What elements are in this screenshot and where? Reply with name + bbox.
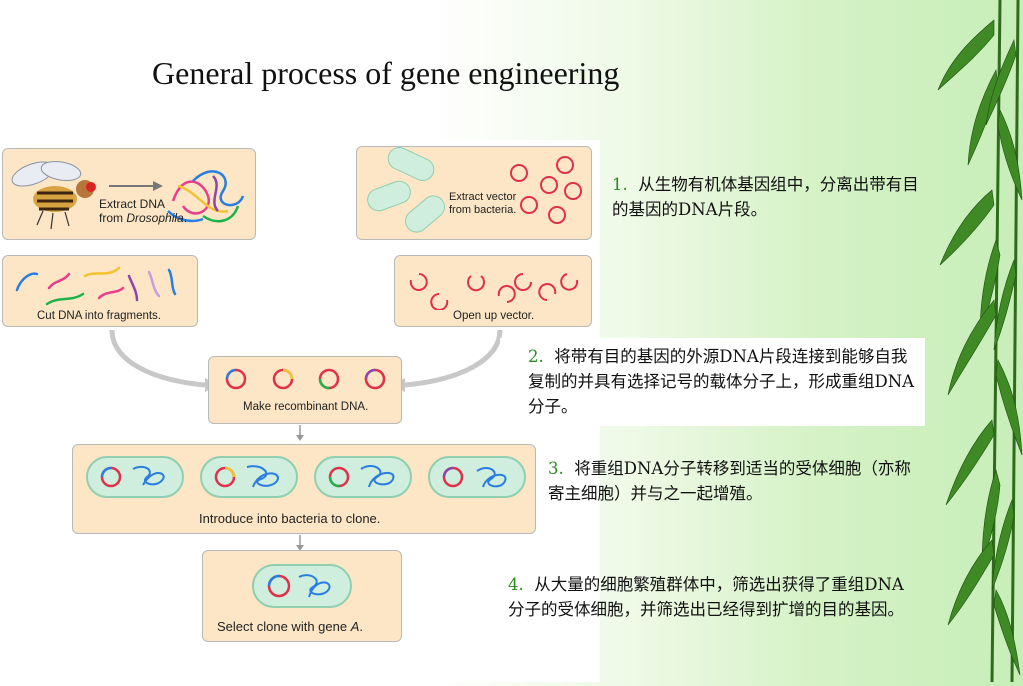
dna-tangle-icon [167, 170, 245, 223]
recombinant-dna-box: Make recombinant DNA. [208, 356, 402, 424]
step-2-background [500, 338, 925, 426]
step-4: 4. 从大量的细胞繁殖群体中，筛选出获得了重组DNA分子的受体细胞，并筛选出已经… [508, 575, 904, 619]
introduce-bacteria-caption: Introduce into bacteria to clone. [199, 511, 381, 526]
dna-fragments-icon [15, 266, 177, 306]
introduce-bacteria-box: Introduce into bacteria to clone. [72, 444, 536, 534]
bamboo-decoration [930, 0, 1023, 683]
step-2: 2. 将带有目的基因的外源DNA片段连接到能够自我复制的并具有选择记号的载体分子… [528, 347, 915, 416]
gene-engineering-diagram: Extract DNA from Drosophila. Extract vec… [0, 140, 600, 682]
open-vector-caption: Open up vector. [453, 310, 535, 322]
extract-vector-caption-line1: Extract vector [449, 191, 517, 203]
extract-vector-box: Extract vector from bacteria. [356, 146, 592, 240]
step-1-text: 从生物有机体基因组中，分离出带有目的基因的DNA片段。 [612, 175, 919, 219]
selected-clone-icon [252, 564, 352, 608]
recombinant-dna-caption: Make recombinant DNA. [243, 401, 369, 413]
step-1: 1. 从生物有机体基因组中，分离出带有目的基因的DNA片段。 [612, 175, 919, 219]
open-vector-box: Open up vector. [394, 255, 592, 327]
bacteria-icon [367, 147, 445, 233]
step-4-text: 从大量的细胞繁殖群体中，筛选出获得了重组DNA分子的受体细胞，并筛选出已经得到扩… [508, 575, 904, 619]
transformed-bacteria-icon [86, 456, 526, 498]
cut-dna-caption: Cut DNA into fragments. [37, 310, 161, 322]
open-plasmid-icon [409, 273, 579, 310]
recombinant-plasmid-icon [225, 368, 386, 390]
slide-title: General process of gene engineering [152, 55, 620, 91]
step-3: 3. 将重组DNA分子转移到适当的受体细胞（亦称寄主细胞）并与之一起增殖。 [548, 459, 911, 503]
step-3-text: 将重组DNA分子转移到适当的受体细胞（亦称寄主细胞）并与之一起增殖。 [548, 459, 911, 503]
select-clone-caption: Select clone with gene A. [217, 619, 363, 634]
arrow-icon [109, 181, 163, 191]
select-clone-box: Select clone with gene A. [202, 550, 402, 642]
plasmid-rings-icon [510, 156, 582, 224]
extract-dna-caption-line2: from Drosophila. [99, 211, 188, 225]
extract-vector-caption-line2: from bacteria. [449, 204, 517, 216]
cut-dna-box: Cut DNA into fragments. [2, 255, 198, 327]
extract-dna-box: Extract DNA from Drosophila. [2, 148, 256, 240]
step-2-text: 将带有目的基因的外源DNA片段连接到能够自我复制的并具有选择记号的载体分子上，形… [528, 347, 915, 416]
extract-dna-caption-line1: Extract DNA [99, 197, 166, 211]
fruit-fly-icon [11, 160, 96, 230]
